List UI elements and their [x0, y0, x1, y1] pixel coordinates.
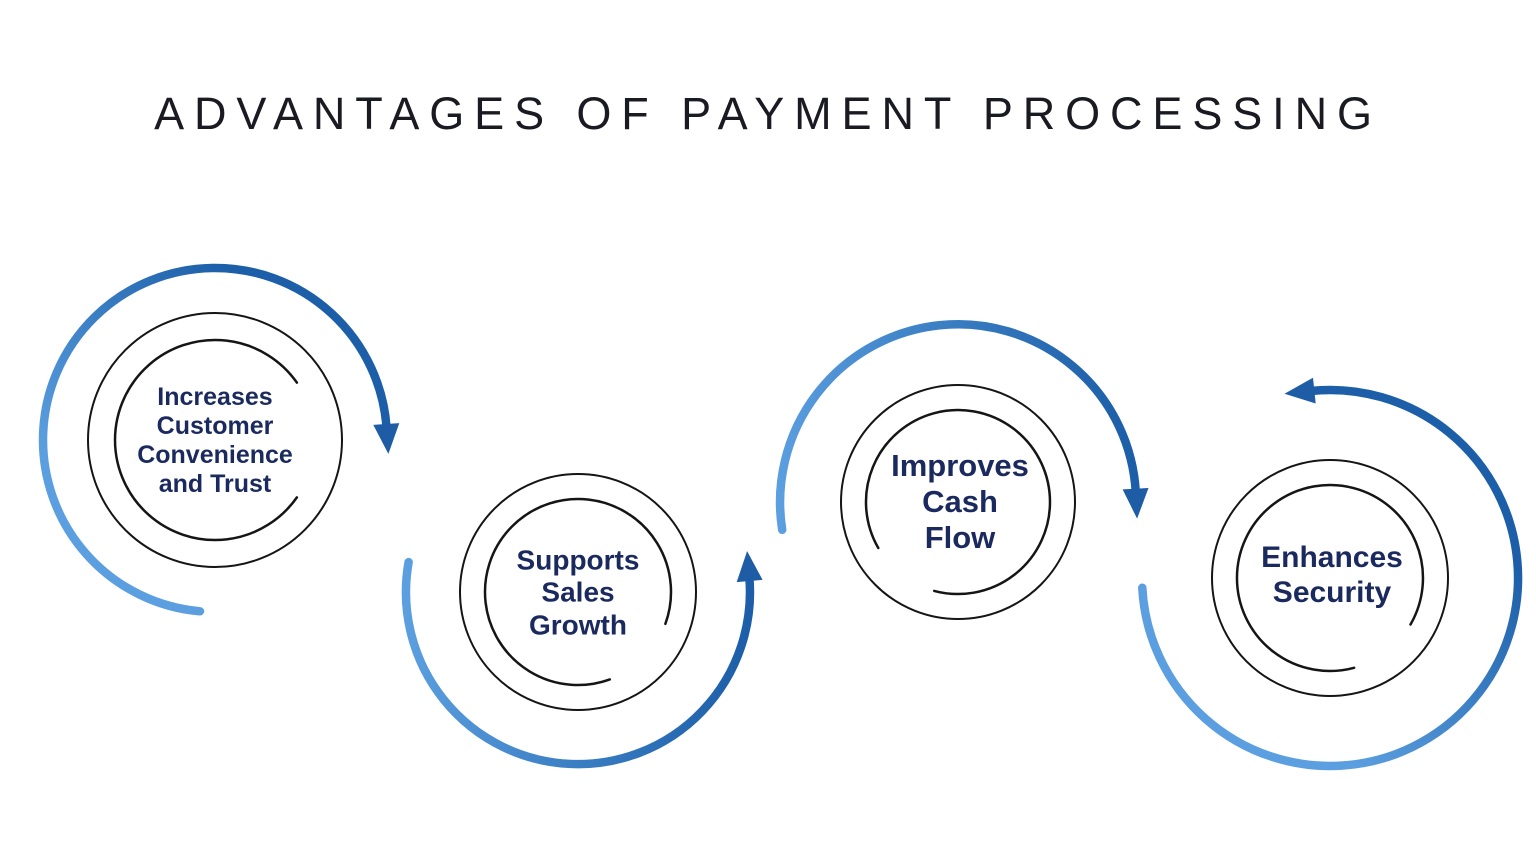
arrow-head-icon-1: [373, 423, 400, 454]
blue-flow-arc-3: [775, 320, 1141, 535]
node-circle-2: [459, 473, 697, 711]
arrow-head-icon-3: [1122, 488, 1149, 519]
node-label-supports-sales-growth: Supports Sales Growth: [516, 544, 640, 641]
arrow-head-icon-4: [1284, 377, 1316, 404]
blue-flow-arc-2: [401, 557, 755, 769]
node-label-increases-customer-convenience: Increases Customer Convenience and Trust: [137, 383, 293, 498]
arrow-head-icon-2: [736, 551, 763, 583]
inner-ring-arc-1: [113, 338, 299, 542]
page-title: ADVANTAGES OF PAYMENT PROCESSING: [154, 88, 1382, 139]
node-label-improves-cash-flow: Improves Cash Flow: [891, 448, 1029, 555]
inner-ring-arc-2: [483, 497, 673, 687]
blue-flow-arc-1: [38, 263, 391, 616]
inner-ring-arc-4: [1235, 483, 1425, 673]
node-circle-4: [1211, 459, 1449, 697]
inner-ring-arc-3: [864, 408, 1052, 596]
node-circle-3: [840, 384, 1076, 620]
node-circle-1: [87, 312, 343, 568]
blue-flow-arc-4: [1138, 385, 1523, 771]
node-label-enhances-security: Enhances Security: [1261, 541, 1403, 609]
